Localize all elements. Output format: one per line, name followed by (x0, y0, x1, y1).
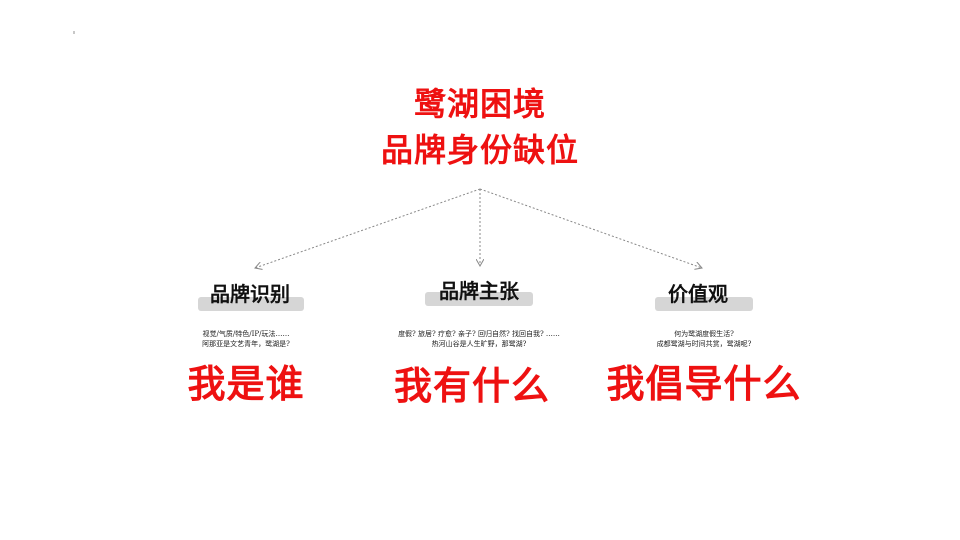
branch-desc-brand-proposition-line1: 度假? 旅居? 疗愈? 亲子? 回归自然? 找回自我? …… (398, 330, 560, 338)
branch-desc-values-line2: 成都鹭湖与时间共赏，鹭湖呢? (656, 340, 752, 348)
diagram-title-line1: 鹭湖困境 (413, 85, 546, 123)
label-underbar-brand-proposition (425, 292, 533, 306)
branch-desc-brand-identity-line2: 阿那亚是文艺青年，鹭湖是? (202, 340, 290, 348)
branch-question-values: 我倡导什么 (606, 361, 802, 406)
branch-label-values: 价值观 (668, 282, 728, 306)
branch-desc-brand-identity-line1: 视觉/气质/特色/IP/玩法…… (202, 330, 290, 338)
branch-desc-values-line1: 何为鹭湖度假生活? (674, 330, 734, 338)
branch-question-brand-identity: 我是谁 (187, 361, 305, 406)
arrow-to-values (479, 188, 702, 268)
branch-question-brand-proposition: 我有什么 (393, 363, 550, 408)
diagram-title-line2: 品牌身份缺位 (380, 131, 579, 169)
arrow-to-brand-identity (255, 188, 481, 268)
label-underbar-values (655, 297, 753, 311)
slide-marker-dot (73, 31, 75, 34)
label-underbar-brand-identity (198, 297, 304, 311)
branch-label-brand-proposition: 品牌主张 (439, 279, 519, 303)
branch-desc-brand-proposition-line2: 热河山谷是人生旷野，那鹭湖? (431, 340, 527, 348)
branch-label-brand-identity: 品牌识别 (210, 282, 290, 306)
